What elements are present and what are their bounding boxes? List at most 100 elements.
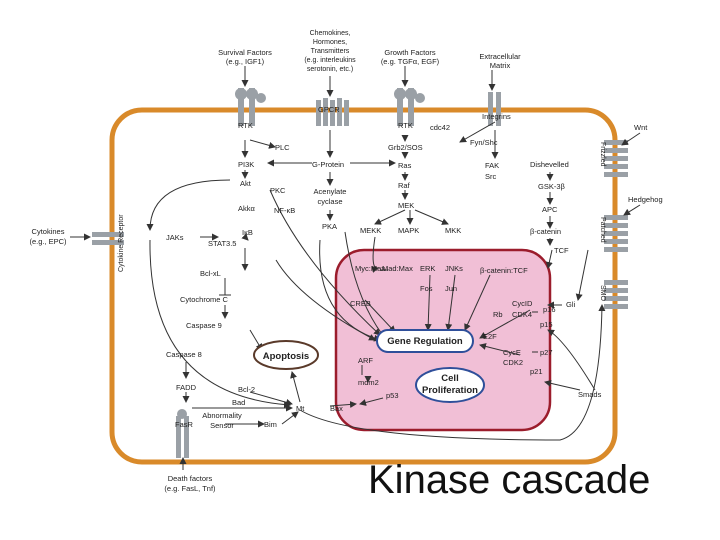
patched-label: Patched [599,217,606,243]
bcl2-node: Bcl-2 [238,385,255,394]
cdk4-node: CDK4 [512,310,532,319]
bad-node: Bad [232,398,245,407]
rtk-left-label: RTK [238,121,253,130]
bcat-tcf-node: β-catenin:TCF [480,266,528,275]
cytokine-receptor [92,232,124,245]
cytochrome-c-node: Cytochrome C [180,295,229,304]
pathway-arrows [70,66,641,470]
caspase8-node: Caspase 8 [166,350,202,359]
cell-proliferation-box [415,367,485,403]
frizzled-label: Frizzled [599,142,606,167]
fos-node: Fos [420,284,433,293]
mad-max-node: Mad:Max [382,264,413,273]
mdm2-node: mdm2 [358,378,379,387]
mekk-node: MEKK [360,226,381,235]
p53-node: p53 [386,391,399,400]
jun-node: Jun [445,284,457,293]
pka-node: PKA [322,222,337,231]
pkc-node: PKC [270,186,286,195]
dishevelled-node: Dishevelled [530,160,569,169]
smads-node: Smads [578,390,602,399]
patched-receptor [604,215,628,252]
arf-node: ARF [358,356,373,365]
rtk-right-receptor [394,88,425,126]
gpcr-receptor [316,98,349,126]
gene-regulation-label: Gene Regulation [387,336,463,347]
fasr-receptor [176,409,189,458]
slide-caption: Kinase cascade [368,458,651,502]
mapk-node: MAPK [398,226,419,235]
gene-regulation-box [376,329,474,353]
smo-label: SMO [599,285,606,302]
cytokines-label: Cytokines(e.g., EPC) [29,227,67,246]
creb-node: CREB [350,299,371,308]
death-factors-label: Death factors(e.g. FasL, Tnf) [164,474,216,493]
p16-node: p16 [543,305,556,314]
mkk-node: MKK [445,226,461,235]
integrins-label: Integrins [482,112,511,121]
pi3k-node: PI3K [238,160,254,169]
hedgehog-label: Hedgehog [628,195,663,204]
apc-node: APC [542,205,558,214]
ikb-node: IκB [242,228,253,237]
akt-node: Akt [240,179,252,188]
pathway-nodes: cdc42 Fyn/Shc PLC PI3K G-Protein Grb2/SO… [166,123,602,430]
pathway-connector-curves [146,179,606,441]
jaks-node: JAKs [166,233,184,242]
survival-factors-label: Survival Factors(e.g., IGF1) [218,48,272,66]
ras-node: Ras [398,161,412,170]
rtk-right-label: RTK [398,121,413,130]
growth-factors-label: Growth Factors(e.g. TGFα, EGF) [381,48,440,66]
fasr-label: FasR [175,420,194,429]
gpcr-label: GPCR [318,105,340,114]
rb-node: Rb [493,310,503,319]
mek-node: MEK [398,201,414,210]
jnks-node: JNKs [445,264,463,273]
fadd-node: FADD [176,383,197,392]
e2f-node: E2F [483,332,497,341]
p27-node: p27 [540,348,553,357]
cdk2-node: CDK2 [503,358,523,367]
p21-node: p21 [530,367,543,376]
akka-node: Akkα [238,204,256,213]
bax-node: Bax [330,404,343,413]
bim-node: Bim [264,420,277,429]
integrins-receptor [488,92,501,126]
rtk-left-receptor [235,88,266,126]
frizzled-receptor [604,140,628,177]
gsk3b-node: GSK-3β [538,182,566,191]
grb2-sos-node: Grb2/SOS [388,143,423,152]
erk-node: ERK [420,264,435,273]
tcf-node: TCF [554,246,569,255]
cytokine-receptor-label: Cytokine Receptor [118,214,125,272]
wnt-label: Wnt [634,123,648,132]
apoptosis-label: Apoptosis [263,351,309,362]
stat-node: STAT3.5 [208,239,236,248]
cdc42-node: cdc42 [430,123,450,132]
src-node: Src [485,172,497,181]
plc-node: PLC [275,143,290,152]
apoptosis-box [253,340,319,370]
bclxl-node: Bcl-xL [200,269,221,278]
g-protein-node: G-Protein [312,160,344,169]
caspase9-node: Caspase 9 [186,321,222,330]
gli-node: Gli [566,300,576,309]
nfkb-node: NF-κB [274,206,295,215]
fak-node: FAK [485,161,499,170]
b-catenin-node: β-catenin [530,227,561,236]
inhibition-lines [219,269,538,375]
mt-node: Mt [296,404,305,413]
chemokines-label: Chemokines,Hormones,Transmitters(e.g. in… [304,30,356,73]
cycd-node: CycID [512,299,533,308]
p15-node: p15 [540,320,553,329]
cyce-node: CycE [503,348,521,357]
fyn-shc-node: Fyn/Shc [470,138,498,147]
raf-node: Raf [398,181,411,190]
smo-receptor [604,280,628,309]
myc-max-node: Myc:Max [355,264,385,273]
